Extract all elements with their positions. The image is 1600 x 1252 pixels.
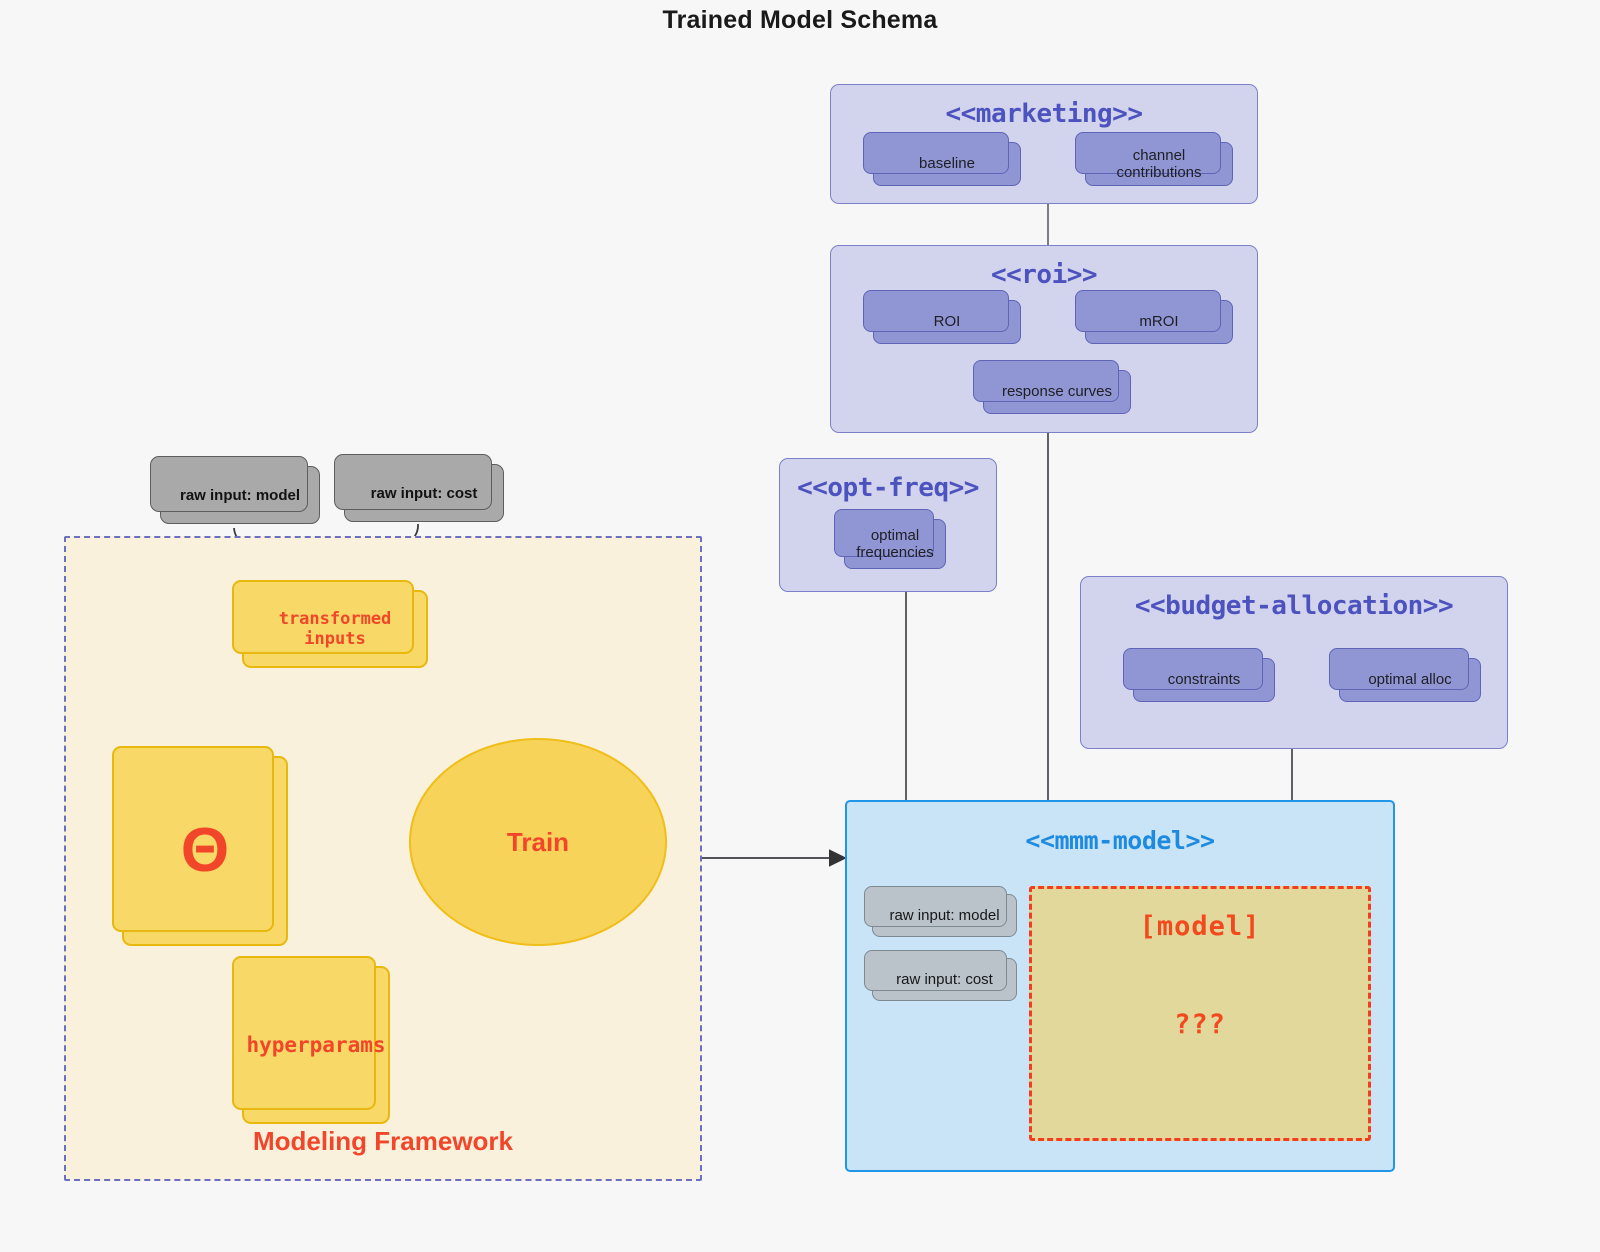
node-train[interactable]: Train (409, 738, 667, 946)
node-theta[interactable]: Θ (112, 746, 288, 946)
node-mroi[interactable]: mROI (1075, 290, 1233, 344)
modeling-framework-boundary[interactable]: Modeling Framework transformed inputs Θ … (64, 536, 702, 1181)
node-hyperparams-label: hyperparams (246, 1033, 386, 1057)
package-budget-allocation[interactable]: <<budget-allocation>> constraints optima… (1080, 576, 1508, 749)
modeling-framework-label: Modeling Framework (252, 1126, 514, 1156)
model-label: [model] (1139, 911, 1261, 942)
node-raw-input-model[interactable]: raw input: model (864, 886, 1017, 937)
package-opt-freq[interactable]: <<opt-freq>> optimal frequencies (779, 458, 997, 592)
node-baseline[interactable]: baseline (863, 132, 1021, 186)
package-marketing-title: <<marketing>> (945, 99, 1144, 129)
package-mmm-model-title: <<mmm-model>> (1025, 826, 1215, 855)
node-roi[interactable]: ROI (863, 290, 1021, 344)
node-raw-input-cost[interactable]: raw input: cost (864, 950, 1017, 1001)
package-roi-title: <<roi>> (990, 260, 1098, 290)
node-channel-contributions[interactable]: channel contributions (1075, 132, 1233, 186)
node-optimal-alloc[interactable]: optimal alloc (1329, 648, 1481, 702)
node-transformed-inputs-label: transformed inputs (278, 609, 392, 649)
node-theta-label: Θ (180, 816, 230, 885)
raw-input-model-box[interactable]: raw input: model (150, 456, 320, 524)
node-transformed-inputs[interactable]: transformed inputs (232, 580, 428, 668)
node-optimal-frequencies[interactable]: optimal frequencies (834, 509, 946, 569)
page-title: Trained Model Schema (662, 6, 938, 34)
package-opt-freq-title: <<opt-freq>> (797, 473, 979, 503)
model-placeholder-box[interactable]: [model] ??? (1029, 886, 1371, 1141)
package-roi[interactable]: <<roi>> ROI mROI response curves (830, 245, 1258, 433)
raw-input-cost-box[interactable]: raw input: cost (334, 454, 504, 522)
node-constraints[interactable]: constraints (1123, 648, 1275, 702)
package-marketing[interactable]: <<marketing>> baseline channel contribut… (830, 84, 1258, 204)
package-budget-allocation-title: <<budget-allocation>> (1134, 591, 1454, 621)
node-hyperparams[interactable]: hyperparams (232, 956, 390, 1124)
node-response-curves[interactable]: response curves (973, 360, 1131, 414)
model-unknown-label: ??? (1174, 1009, 1226, 1040)
package-mmm-model[interactable]: <<mmm-model>> raw input: model raw input… (845, 800, 1395, 1172)
